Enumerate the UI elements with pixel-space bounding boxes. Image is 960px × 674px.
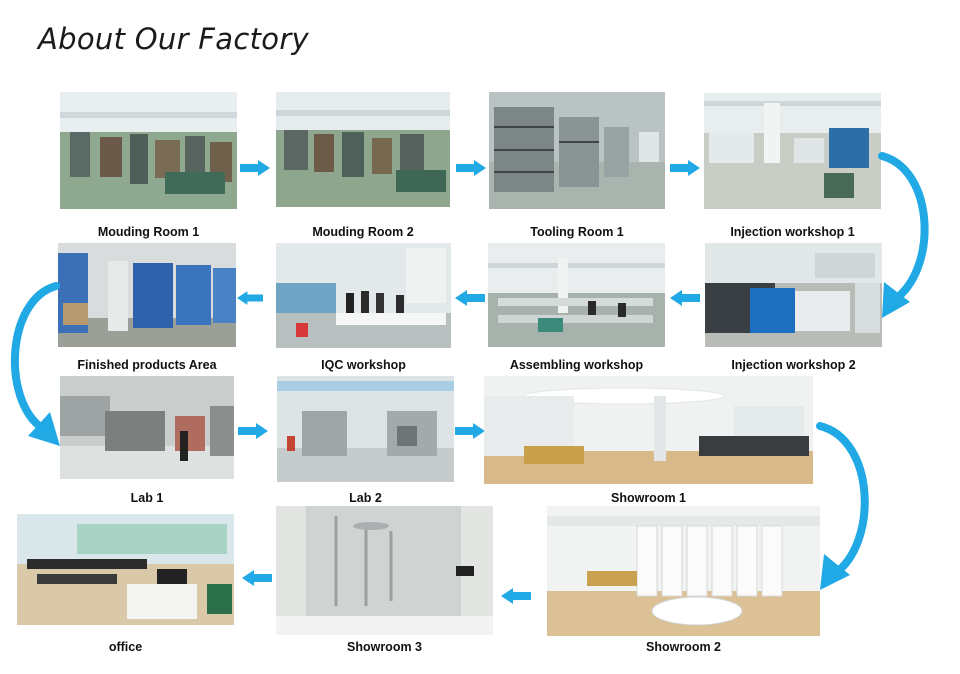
photo-mouding-room-1 (60, 92, 237, 209)
photo-showroom-1 (484, 376, 813, 484)
photo-lab-1 (60, 376, 234, 479)
photo-mouding-room-2 (276, 92, 450, 207)
photo-injection-workshop-2 (705, 243, 882, 347)
caption-office: office (108, 640, 143, 654)
arrow-left-icon (670, 290, 700, 306)
curved-arrow-icon (816, 420, 878, 592)
caption-lab-1: Lab 1 (130, 491, 164, 505)
photo-showroom-2 (547, 506, 820, 636)
photo-injection-workshop-1 (704, 93, 881, 209)
arrow-right-icon (240, 160, 270, 176)
caption-showroom-1: Showroom 1 (610, 491, 686, 505)
arrow-left-icon (501, 588, 531, 604)
arrow-right-icon (670, 160, 700, 176)
photo-assembling-workshop (488, 243, 665, 347)
photo-lab-2 (277, 376, 454, 482)
photo-office (17, 514, 234, 625)
caption-iqc-workshop: IQC workshop (321, 358, 406, 372)
caption-assembling-workshop: Assembling workshop (509, 358, 644, 372)
photo-showroom-3 (276, 506, 493, 635)
photo-finished-products-area (58, 243, 236, 347)
caption-showroom-3: Showroom 3 (346, 640, 422, 654)
caption-finished-products-area: Finished products Area (77, 358, 217, 372)
caption-mouding-room-1: Mouding Room 1 (97, 225, 200, 239)
arrow-right-icon (456, 160, 486, 176)
arrow-right-icon (455, 423, 485, 439)
curved-arrow-icon (878, 150, 938, 320)
curved-arrow-icon (6, 280, 62, 448)
photo-iqc-workshop (276, 243, 451, 348)
caption-injection-workshop-1: Injection workshop 1 (730, 225, 855, 239)
arrow-left-icon (237, 290, 263, 306)
caption-tooling-room-1: Tooling Room 1 (530, 225, 624, 239)
arrow-left-icon (455, 290, 485, 306)
caption-showroom-2: Showroom 2 (645, 640, 721, 654)
arrow-left-icon (242, 570, 272, 586)
page-title: About Our Factory (38, 22, 309, 56)
caption-lab-2: Lab 2 (349, 491, 382, 505)
caption-mouding-room-2: Mouding Room 2 (312, 225, 414, 239)
photo-tooling-room-1 (489, 92, 665, 209)
caption-injection-workshop-2: Injection workshop 2 (731, 358, 856, 372)
arrow-right-icon (238, 423, 268, 439)
